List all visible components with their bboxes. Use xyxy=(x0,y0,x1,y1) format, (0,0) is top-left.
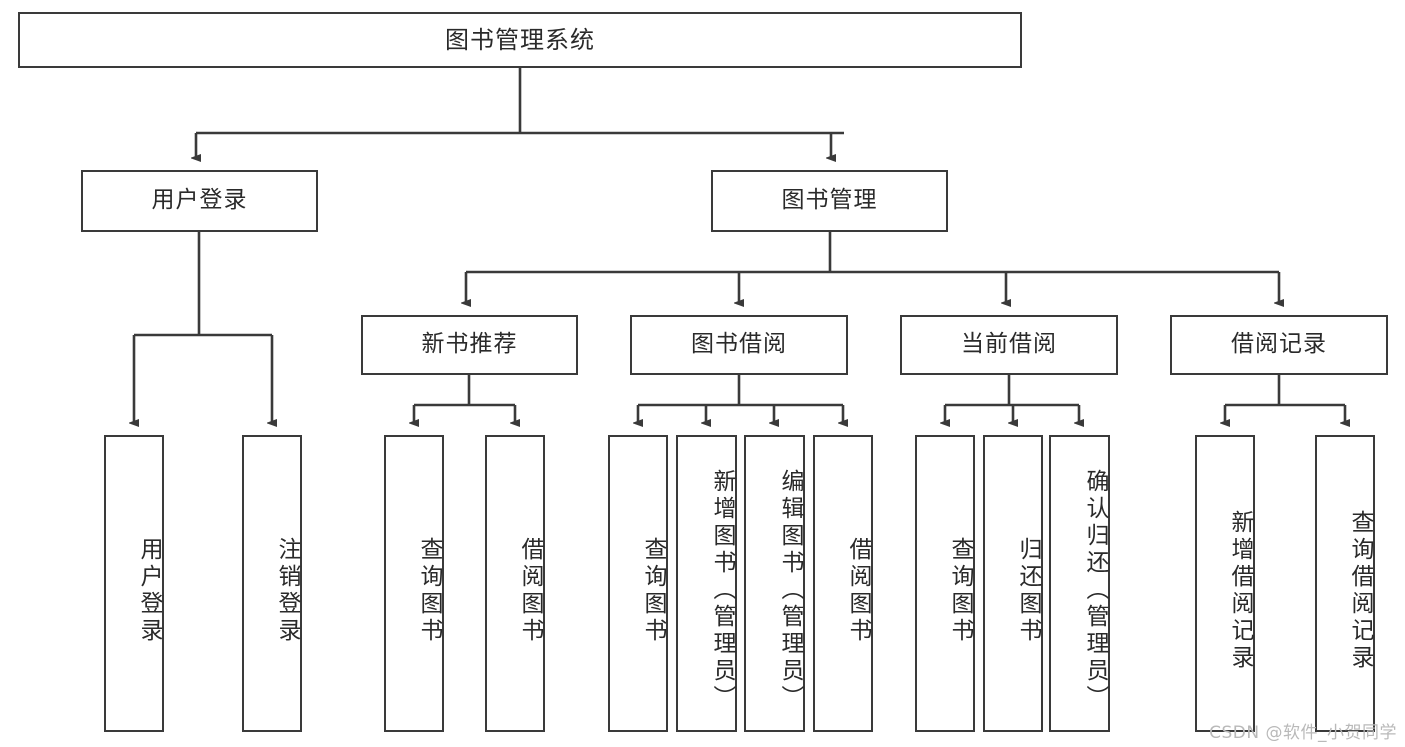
leaf-borrow-record-add-record[interactable]: 新增借阅记录 xyxy=(1195,435,1255,732)
node-book-management[interactable]: 图书管理 xyxy=(711,170,948,232)
leaf-borrow-record-query-record[interactable]: 查询借阅记录 xyxy=(1315,435,1375,732)
leaf-book-borrow-query-book[interactable]: 查询图书 xyxy=(608,435,668,732)
leaf-current-borrow-confirm-return-admin[interactable]: 确认归还（管理员） xyxy=(1049,435,1110,732)
node-user-login[interactable]: 用户登录 xyxy=(81,170,318,232)
leaf-current-borrow-query-book[interactable]: 查询图书 xyxy=(915,435,975,732)
node-root-book-management-system[interactable]: 图书管理系统 xyxy=(18,12,1022,68)
node-current-borrow[interactable]: 当前借阅 xyxy=(900,315,1118,375)
leaf-book-borrow-borrow-book[interactable]: 借阅图书 xyxy=(813,435,873,732)
node-new-book-recommendation[interactable]: 新书推荐 xyxy=(361,315,578,375)
leaf-user-login-signout[interactable]: 注销登录 xyxy=(242,435,302,732)
leaf-book-borrow-edit-book-admin[interactable]: 编辑图书（管理员） xyxy=(744,435,805,732)
leaf-user-login-signin[interactable]: 用户登录 xyxy=(104,435,164,732)
leaf-new-book-borrow-book[interactable]: 借阅图书 xyxy=(485,435,545,732)
leaf-new-book-query-book[interactable]: 查询图书 xyxy=(384,435,444,732)
node-book-borrow[interactable]: 图书借阅 xyxy=(630,315,848,375)
leaf-book-borrow-add-book-admin[interactable]: 新增图书（管理员） xyxy=(676,435,737,732)
leaf-current-borrow-return-book[interactable]: 归还图书 xyxy=(983,435,1043,732)
node-borrow-record[interactable]: 借阅记录 xyxy=(1170,315,1388,375)
